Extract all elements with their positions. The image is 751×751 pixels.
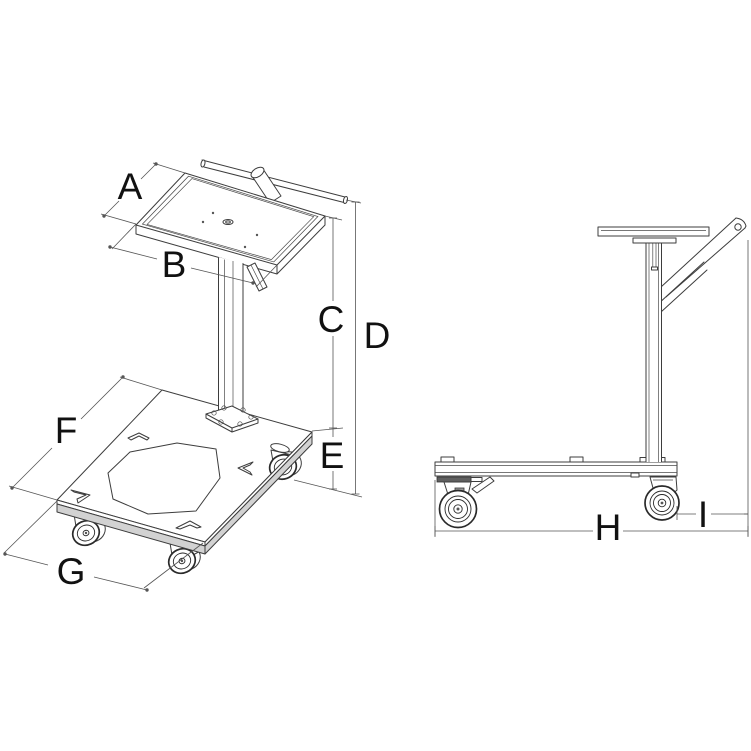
dimension-label-b: B	[162, 244, 187, 285]
side-caster-right	[630, 472, 680, 521]
dimension-C: C	[318, 215, 345, 429]
tray-mount-plate	[632, 237, 677, 244]
dimension-label-e: E	[320, 435, 345, 476]
dimension-label-g: G	[57, 551, 86, 592]
isometric-view: A B C D	[3, 159, 391, 592]
dimension-label-a: A	[118, 166, 143, 207]
dimension-G: G	[3, 500, 204, 592]
dimension-label-d: D	[364, 315, 391, 356]
tray-holes	[201, 211, 259, 249]
dimension-label-i: I	[698, 494, 708, 535]
base-platform-edges	[56, 431, 313, 555]
dimension-F: F	[8, 375, 163, 501]
handlebar	[200, 159, 349, 205]
brake-lever	[471, 476, 495, 494]
base-octagon-cutline	[107, 442, 221, 515]
handle-strut	[656, 217, 747, 313]
handle-stem-lower	[246, 262, 268, 292]
dimension-label-h: H	[595, 507, 622, 548]
dimension-A: A	[100, 162, 186, 225]
dimension-label-f: F	[55, 410, 78, 451]
side-view: I H	[434, 217, 749, 548]
dimension-D: D	[345, 199, 391, 495]
side-column	[645, 238, 662, 463]
side-caster-braked	[436, 476, 495, 529]
dimension-B: B	[108, 223, 278, 288]
column-base-plate	[205, 405, 259, 433]
corner-brackets	[70, 432, 254, 530]
column	[205, 257, 259, 433]
side-tray	[597, 226, 710, 244]
column-foot-bolt	[639, 457, 647, 463]
dimension-label-c: C	[318, 299, 345, 340]
side-base-platform	[434, 456, 678, 477]
dimension-E: E	[293, 427, 363, 498]
dimension-I: I	[676, 240, 749, 537]
base-tab	[440, 456, 455, 463]
dimension-H: H	[434, 480, 749, 548]
base-tab	[569, 456, 584, 463]
